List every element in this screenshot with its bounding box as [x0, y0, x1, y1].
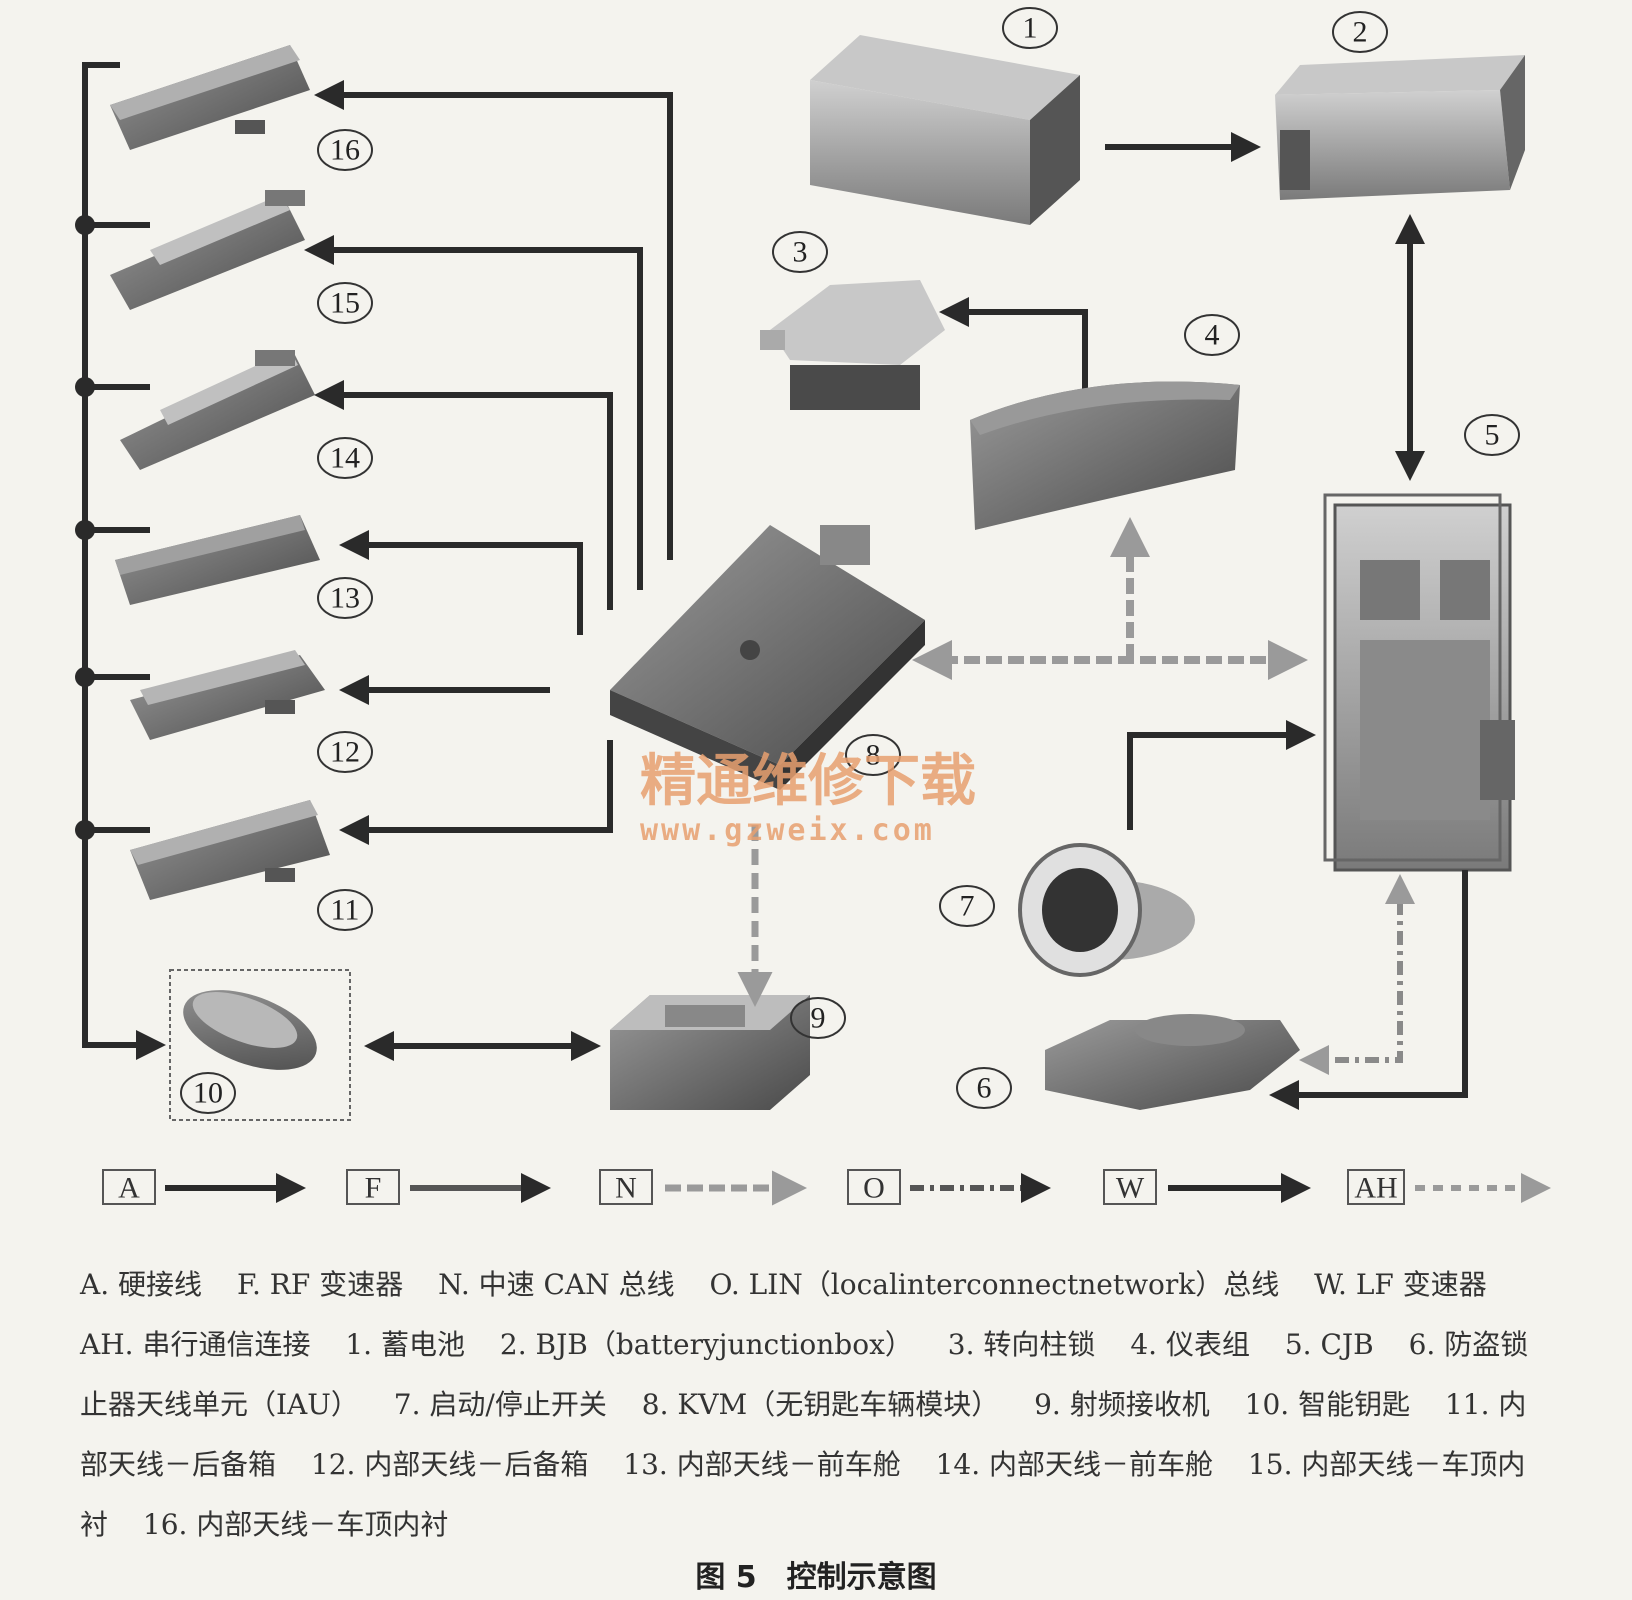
caption-item: 4. 仪表组 — [1130, 1328, 1250, 1361]
callout-8: 8 — [866, 739, 881, 772]
control-diagram: 1 2 3 4 5 6 7 8 9 10 11 12 13 14 15 16 精… — [75, 7, 1551, 1206]
callout-4: 4 — [1205, 319, 1220, 352]
caption-item: 14. 内部天线－前车舱 — [935, 1448, 1214, 1481]
instrument-cluster-4 — [970, 381, 1240, 530]
figure-caption-legend: A. 硬接线 F. RF 变速器 N. 中速 CAN 总线 O. LIN（loc… — [80, 1255, 1550, 1555]
antenna-12 — [130, 650, 325, 740]
callout-3: 3 — [793, 236, 808, 269]
caption-item: O. LIN（localinterconnectnetwork）总线 — [709, 1268, 1280, 1301]
hardwire-bus — [82, 62, 166, 1060]
caption-item: 13. 内部天线－前车舱 — [623, 1448, 901, 1481]
callouts — [180, 7, 1520, 1114]
kvm-module-8 — [610, 525, 925, 790]
legend-key-o: O — [863, 1172, 885, 1205]
caption-item: 3. 转向柱锁 — [947, 1328, 1096, 1361]
bus-junction-dots — [75, 215, 95, 840]
iau-cjb-serial-arrow — [1299, 874, 1415, 1075]
legend-key-a: A — [118, 1172, 140, 1205]
caption-item: 10. 智能钥匙 — [1244, 1388, 1411, 1421]
caption-item: W. LF 变速器 — [1314, 1268, 1487, 1301]
caption-item: 9. 射频接收机 — [1034, 1388, 1210, 1421]
caption-item: 1. 蓄电池 — [345, 1328, 465, 1361]
watermark-url: www.gzweix.com — [640, 813, 935, 848]
caption-item: 15. 内部天线－车顶内衬 — [80, 1448, 1526, 1541]
caption-item: 7. 启动/停止开关 — [393, 1388, 607, 1421]
line-legend: A F N O W AH — [102, 1169, 1551, 1206]
cluster-lock-arrow — [939, 297, 1088, 400]
antenna-11 — [130, 800, 330, 900]
legend-key-f: F — [365, 1172, 382, 1205]
antenna-16 — [110, 45, 310, 150]
callout-15: 15 — [330, 287, 360, 320]
caption-item: A. 硬接线 — [80, 1268, 203, 1301]
callout-9: 9 — [811, 1002, 826, 1035]
caption-item: 5. CJB — [1284, 1328, 1374, 1361]
bjb-2 — [1275, 55, 1525, 200]
callout-10: 10 — [193, 1077, 223, 1110]
callout-5: 5 — [1485, 419, 1500, 452]
iau-6 — [1045, 1014, 1300, 1110]
antenna-13 — [115, 515, 320, 605]
caption-item: 11. 内部天线－后备箱 — [80, 1388, 1527, 1481]
caption-item: N. 中速 CAN 总线 — [438, 1268, 675, 1301]
callout-12: 12 — [330, 736, 360, 769]
caption-item: 12. 内部天线－后备箱 — [310, 1448, 589, 1481]
cjb-5 — [1323, 493, 1515, 872]
callout-2: 2 — [1353, 16, 1368, 49]
antenna-14 — [120, 350, 315, 470]
caption-item: 16. 内部天线－车顶内衬 — [142, 1508, 449, 1541]
callout-7: 7 — [960, 890, 975, 923]
caption-item: 8. KVM（无钥匙车辆模块） — [641, 1388, 1000, 1421]
legend-key-w: W — [1116, 1172, 1145, 1205]
cjb-iau-lf-arrow — [1269, 870, 1468, 1110]
antenna-15 — [110, 190, 305, 310]
caption-item: F. RF 变速器 — [236, 1268, 404, 1301]
callout-11: 11 — [331, 894, 360, 927]
legend-key-ah: AH — [1354, 1172, 1397, 1205]
start-stop-switch-7 — [1018, 843, 1195, 977]
caption-item: AH. 串行通信连接 — [80, 1328, 311, 1361]
caption-item: 2. BJB（batteryjunctionbox） — [499, 1328, 913, 1361]
callout-16: 16 — [330, 134, 360, 167]
callout-6: 6 — [977, 1072, 992, 1105]
switch-cjb-lf-arrow — [1127, 720, 1316, 830]
smart-key-10 — [169, 969, 351, 1121]
rf-receiver-9 — [610, 995, 810, 1110]
watermark-title: 精通维修下载 — [640, 749, 976, 814]
battery-1 — [810, 35, 1080, 225]
steering-lock-3 — [760, 280, 945, 410]
callout-13: 13 — [330, 582, 360, 615]
callout-1: 1 — [1023, 12, 1038, 45]
caption-item: 6. 防盗锁止器天线单元（IAU） — [80, 1328, 1529, 1421]
callout-14: 14 — [330, 442, 360, 475]
kvm-antenna-arrows — [304, 80, 673, 845]
legend-key-n: N — [615, 1172, 637, 1205]
figure-title: 图 5 控制示意图 — [695, 1560, 937, 1595]
can-bus — [912, 517, 1308, 680]
